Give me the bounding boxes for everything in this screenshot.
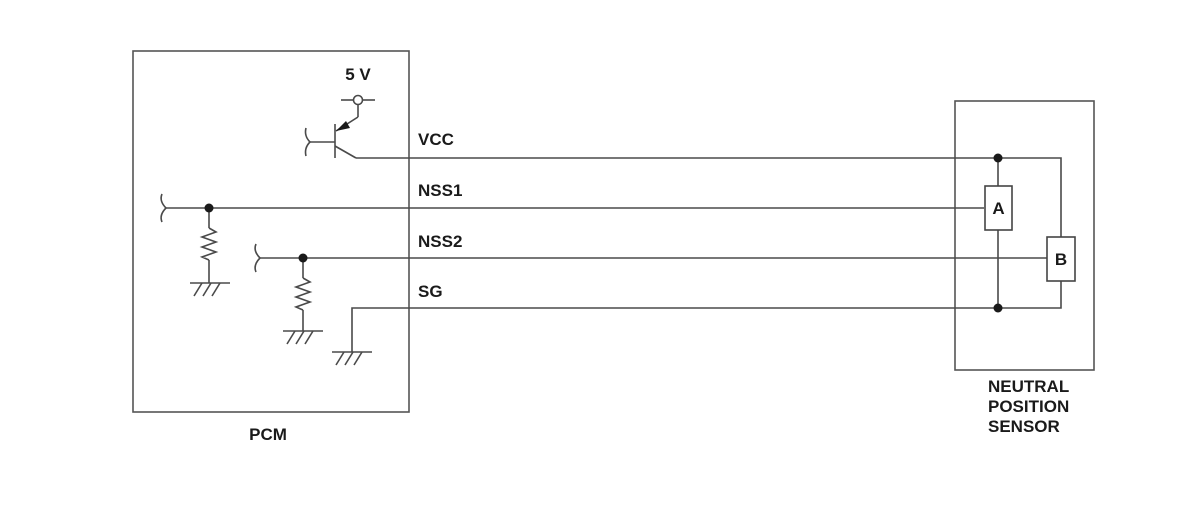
- sg-label: SG: [418, 282, 443, 301]
- nss2-wire: [254, 243, 1047, 273]
- junction-dot-sg: [993, 303, 1003, 313]
- nss2-resistor: [293, 258, 313, 331]
- sg-wire: [351, 230, 1062, 352]
- nss2-label: NSS2: [418, 232, 462, 251]
- sensor-element-a: [984, 185, 1013, 231]
- vcc-label: VCC: [418, 130, 454, 149]
- ground-symbol-1: [190, 282, 230, 297]
- transistor-symbol: [304, 116, 359, 159]
- sensor-label-line-3: SENSOR: [988, 417, 1060, 436]
- junction-dot-vcc: [993, 153, 1003, 163]
- sensor-element-b-label: B: [1055, 250, 1067, 269]
- supply-label: 5 V: [345, 65, 371, 84]
- pcm-label: PCM: [249, 425, 287, 444]
- ground-symbol-2: [283, 330, 323, 345]
- junction-dot-nss2: [298, 253, 308, 263]
- sensor-label-line-1: NEUTRAL: [988, 377, 1069, 396]
- vcc-wire: [356, 157, 1062, 237]
- ground-symbol-3: [332, 351, 372, 366]
- junction-dot-nss1: [204, 203, 214, 213]
- supply-terminal: [341, 94, 375, 117]
- sensor-label: NEUTRAL POSITION SENSOR: [988, 377, 1074, 436]
- sensor-element-a-label: A: [992, 199, 1004, 218]
- sensor-box: [954, 100, 1095, 371]
- nss1-resistor: [199, 208, 219, 283]
- sensor-label-line-2: POSITION: [988, 397, 1069, 416]
- pcm-box: [132, 50, 410, 413]
- nss1-wire: [160, 193, 984, 223]
- nss1-label: NSS1: [418, 181, 462, 200]
- sensor-element-b: [1046, 236, 1076, 282]
